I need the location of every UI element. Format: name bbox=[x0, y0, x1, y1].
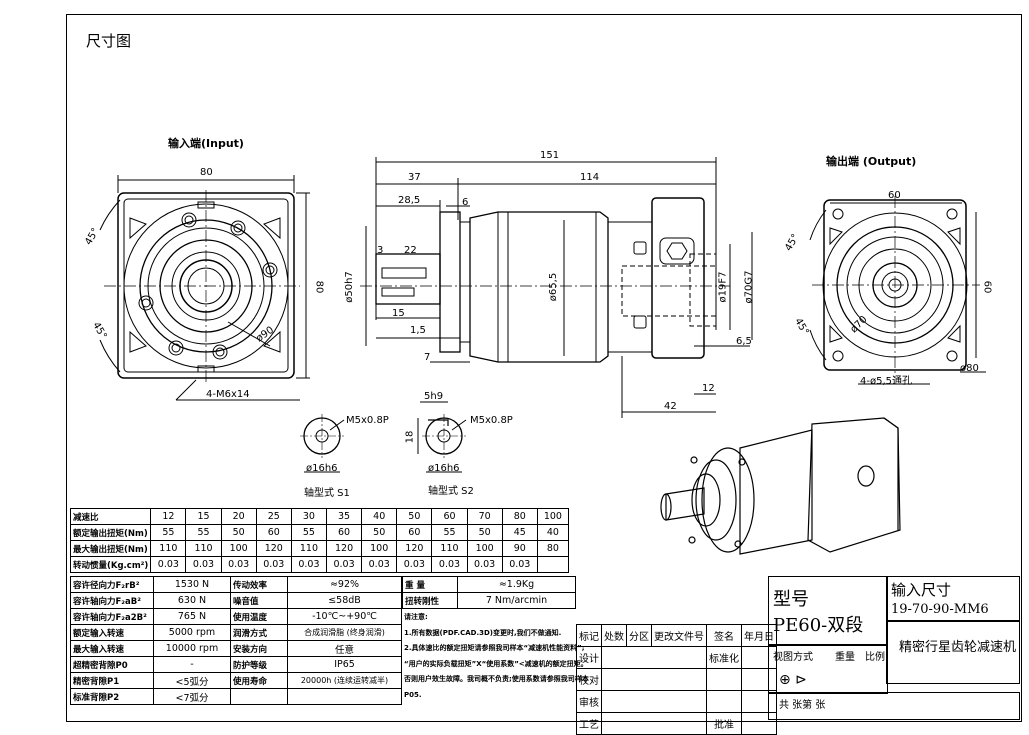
dim-phi19: ø19F7 bbox=[717, 271, 729, 303]
dim-phi65-5: ø65,5 bbox=[548, 272, 560, 302]
input-size-box: 输入尺寸 19-70-90-MM6 bbox=[886, 576, 1020, 622]
dim-18: 18 bbox=[404, 430, 416, 444]
isometric-view bbox=[660, 417, 901, 555]
side-view bbox=[360, 157, 753, 418]
dim-114: 114 bbox=[580, 172, 600, 183]
model-label: 型号 bbox=[773, 589, 809, 610]
table-row: 标记处数 分区更改文件号 签名年月日 bbox=[576, 624, 777, 647]
notes: 请注意: 1.所有数据(PDF.CAD.3D)变更时,我们不做通知. 2.具体速… bbox=[404, 613, 589, 699]
dim-42: 42 bbox=[664, 401, 677, 412]
dim-80-top: 80 bbox=[200, 167, 213, 178]
shaft-s1-label: 轴型式 S1 bbox=[304, 488, 350, 499]
dim-phi16-a: ø16h6 bbox=[306, 463, 338, 474]
dim-m6: 4-M6x14 bbox=[206, 389, 250, 400]
dim-holes: 4-ø5,5通孔 bbox=[860, 376, 912, 387]
dim-80-side: 80 bbox=[313, 280, 325, 294]
dim-3: 3 bbox=[377, 245, 384, 256]
dim-m5-a: M5x0.8P bbox=[346, 415, 389, 426]
dim-28-5: 28,5 bbox=[398, 195, 421, 206]
table-row: 审核 bbox=[576, 690, 777, 713]
shaft-sections bbox=[300, 401, 467, 473]
dim-m5-b: M5x0.8P bbox=[470, 415, 513, 426]
dim-15: 15 bbox=[392, 308, 405, 319]
dim-phi50: ø50h7 bbox=[343, 271, 355, 303]
dim-phi70g: ø70G7 bbox=[743, 270, 755, 304]
table-row: 重 量≈1.9Kg bbox=[402, 576, 576, 593]
model-value: PE60-双段 bbox=[773, 615, 864, 636]
product-name-box: 精密行星齿轮减速机 bbox=[886, 620, 1020, 684]
input-view bbox=[99, 175, 310, 401]
page-title: 尺寸图 bbox=[86, 32, 132, 50]
shaft-s2-label: 轴型式 S2 bbox=[428, 486, 474, 497]
dim-151: 151 bbox=[540, 150, 560, 161]
table-row: 设计标准化 bbox=[576, 646, 777, 669]
input-view-label: 输入端(Input) bbox=[168, 137, 244, 150]
drawing-frame bbox=[66, 14, 1022, 722]
dim-7: 7 bbox=[424, 352, 431, 363]
table-row: 工艺批准 bbox=[576, 712, 777, 735]
dim-5h9: 5h9 bbox=[424, 391, 444, 402]
dim-6-5: 6,5 bbox=[736, 336, 752, 347]
table-row: 标准背隙P2<7弧分 bbox=[70, 688, 402, 705]
dim-60-side: 60 bbox=[981, 280, 993, 294]
projection-symbol-icon: ⊕ ⊳ bbox=[779, 672, 807, 688]
dim-1-5: 1,5 bbox=[410, 325, 426, 336]
revision-table: 标记处数 分区更改文件号 签名年月日 设计标准化 校对 审核 工艺批准 bbox=[576, 624, 777, 735]
view-method-box: 视图方式 重量 比例 ⊕ ⊳ bbox=[768, 644, 888, 694]
dim-phi16-b: ø16h6 bbox=[428, 463, 460, 474]
output-view-label: 输出端 (Output) bbox=[826, 155, 917, 168]
dim-60-top: 60 bbox=[888, 190, 901, 201]
dim-6: 6 bbox=[462, 197, 469, 208]
dim-22: 22 bbox=[404, 245, 417, 256]
table-row: 校对 bbox=[576, 668, 777, 691]
sheets-box: 共 张第 张 bbox=[768, 692, 1020, 720]
dim-37: 37 bbox=[408, 172, 421, 183]
output-view bbox=[809, 196, 986, 385]
dim-phi80: ø80 bbox=[960, 363, 979, 374]
model-box: 型号 PE60-双段 bbox=[768, 576, 888, 646]
dim-12: 12 bbox=[702, 383, 715, 394]
